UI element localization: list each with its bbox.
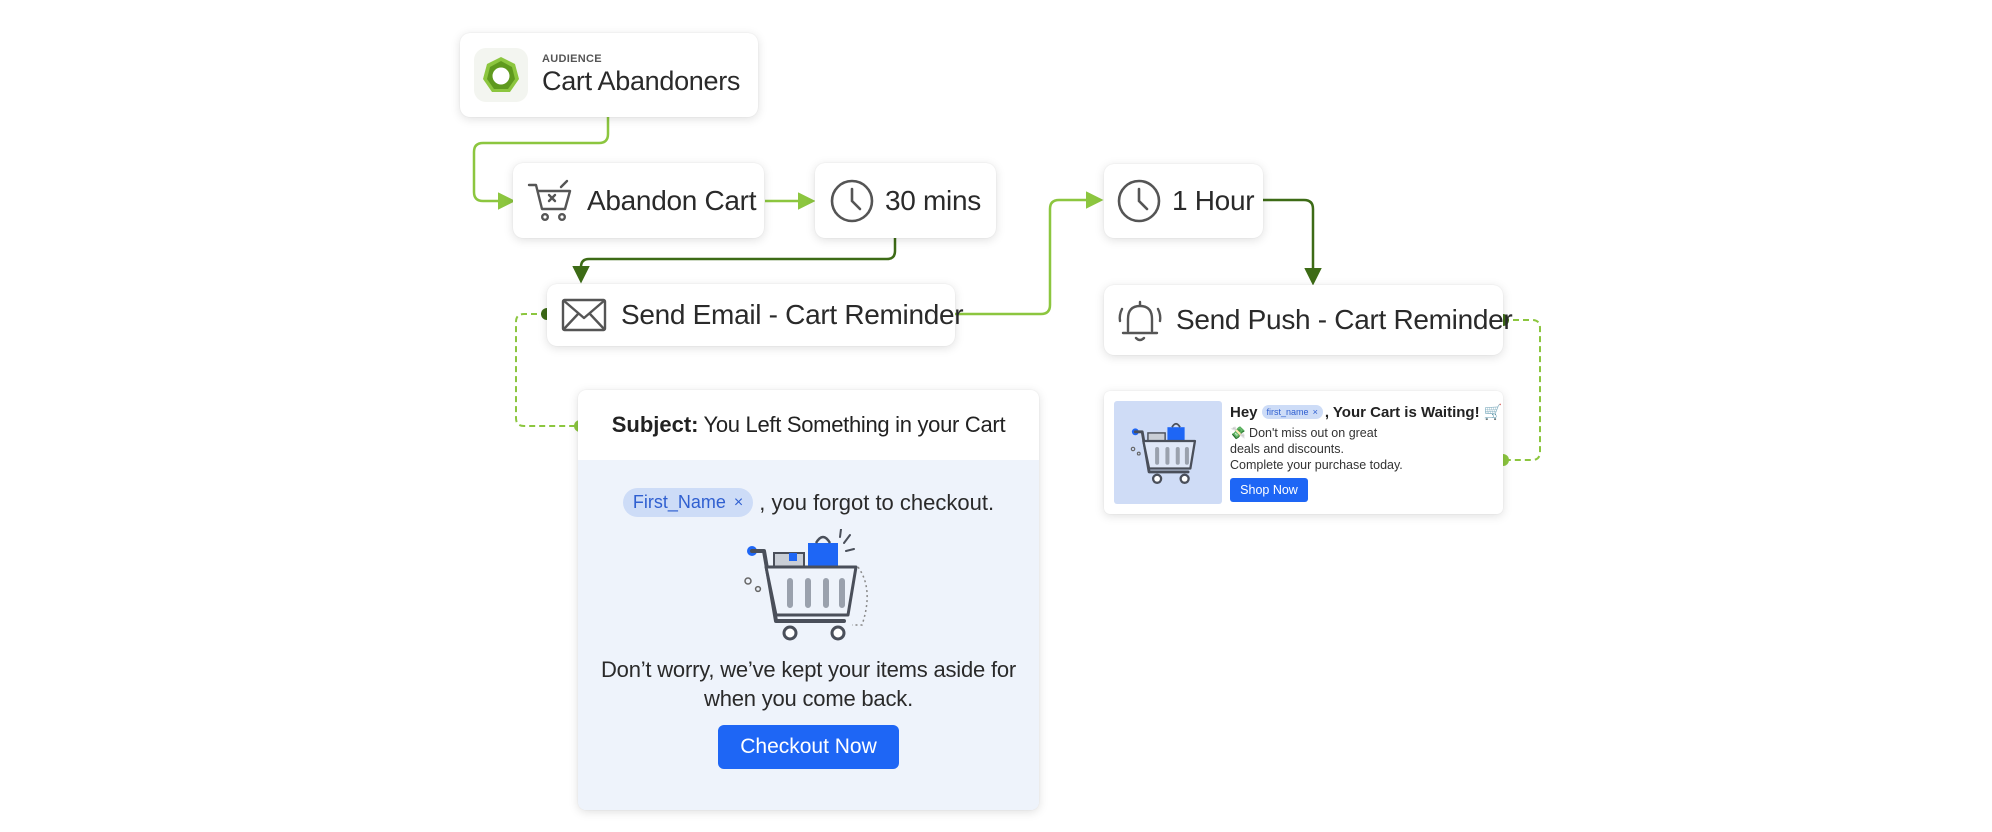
- bell-icon: [1116, 297, 1164, 343]
- push-line-2: deals and discounts.: [1230, 442, 1344, 456]
- push-token-text: first_name: [1266, 407, 1309, 417]
- push-body: 💸 Don't miss out on great deals and disc…: [1230, 425, 1493, 473]
- audience-text: AUDIENCE Cart Abandoners: [542, 53, 740, 97]
- connector-wait-to-push: [1263, 198, 1322, 286]
- push-title-rest: , Your Cart is Waiting!: [1324, 403, 1480, 421]
- audience-title: Cart Abandoners: [542, 66, 741, 96]
- abandon-cart-node[interactable]: Abandon Cart: [513, 163, 764, 238]
- wait-1h-node[interactable]: 1 Hour: [1104, 164, 1263, 238]
- push-line-3: Complete your purchase today.: [1230, 458, 1403, 472]
- push-preview-card: Hey first_name × , Your Cart is Waiting!…: [1104, 391, 1503, 514]
- push-first-name-token[interactable]: first_name ×: [1261, 405, 1323, 419]
- email-body-line-2: when you come back.: [704, 686, 913, 711]
- email-body-line-1: Don’t worry, we’ve kept your items aside…: [600, 657, 1017, 682]
- send-push-node[interactable]: Send Push - Cart Reminder: [1104, 285, 1513, 355]
- send-email-label: Send Email - Cart Reminder: [621, 299, 964, 330]
- email-subject-bar: Subject: You Left Something in your Cart: [578, 390, 1039, 460]
- email-subject-label: Subject:: [611, 412, 699, 437]
- wait-30-node[interactable]: 30 mins: [815, 163, 996, 238]
- wait-1h-label: 1 Hour: [1172, 185, 1255, 216]
- push-content: Hey first_name × , Your Cart is Waiting!…: [1230, 401, 1502, 504]
- clock-icon: [829, 178, 875, 224]
- email-body-text: Don’t worry, we’ve kept your items aside…: [578, 655, 1039, 713]
- wait-30-label: 30 mins: [885, 184, 981, 216]
- token-remove-icon[interactable]: ×: [1312, 407, 1318, 417]
- email-subject-text: You Left Something in your Cart: [703, 412, 1006, 437]
- email-greeting: First_Name × , you forgot to checkout.: [578, 460, 1039, 517]
- first-name-token-text: First_Name: [632, 492, 726, 512]
- email-preview-card: Subject: You Left Something in your Cart…: [578, 390, 1039, 810]
- push-title: Hey first_name × , Your Cart is Waiting!…: [1230, 403, 1502, 422]
- connector-push-preview: [1503, 319, 1541, 461]
- audience-node[interactable]: AUDIENCE Cart Abandoners: [460, 33, 758, 117]
- clock-icon: [1116, 178, 1162, 224]
- push-hey: Hey: [1230, 403, 1258, 421]
- shopping-cart-thumbnail-icon: [1114, 401, 1222, 504]
- audience-eyebrow: AUDIENCE: [542, 53, 602, 65]
- shopping-cart-illustration-icon: [734, 528, 884, 647]
- cart-x-icon: [527, 179, 573, 223]
- email-body: First_Name × , you forgot to checkout.: [578, 460, 1039, 810]
- token-remove-icon[interactable]: ×: [733, 493, 744, 511]
- checkout-now-button[interactable]: Checkout Now: [718, 725, 899, 769]
- email-greeting-rest: , you forgot to checkout.: [759, 489, 995, 515]
- send-email-node[interactable]: Send Email - Cart Reminder: [547, 284, 964, 346]
- send-push-label: Send Push - Cart Reminder: [1176, 304, 1513, 335]
- first-name-token[interactable]: First_Name ×: [622, 488, 754, 517]
- cart-emoji-icon: 🛒: [1483, 404, 1503, 421]
- heptagon-ring-icon: [474, 48, 528, 102]
- envelope-icon: [561, 298, 607, 332]
- abandon-cart-label: Abandon Cart: [587, 184, 757, 216]
- shop-now-button[interactable]: Shop Now: [1230, 478, 1308, 502]
- push-line-1: 💸 Don't miss out on great: [1230, 426, 1378, 440]
- connector-email-to-wait-1h: [955, 191, 1104, 316]
- connector-audience-to-abandon-cart: [472, 117, 610, 210]
- connector-email-preview: [515, 313, 580, 427]
- connector-wait-to-email: [572, 238, 897, 284]
